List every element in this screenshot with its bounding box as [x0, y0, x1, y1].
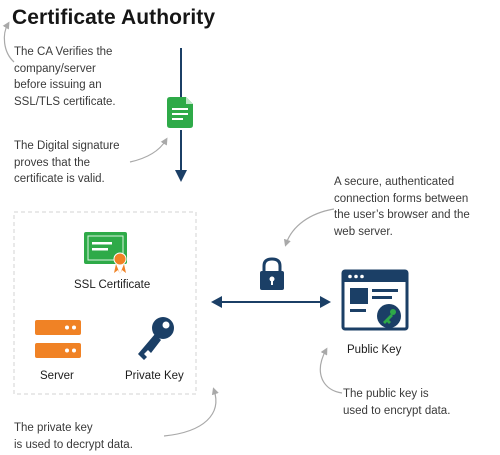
page-title: Certificate Authority: [12, 6, 216, 29]
browser-window-icon: [341, 269, 409, 331]
curved-arrow-private-key-note: [163, 387, 219, 437]
private-key-label: Private Key: [125, 370, 184, 382]
curved-arrow-signature-note: [129, 137, 168, 163]
public-key-label: Public Key: [347, 344, 402, 356]
server-label: Server: [40, 370, 74, 382]
certificate-icon: [84, 232, 127, 274]
curved-arrow-ca-note: [2, 21, 15, 63]
server-icon: [35, 320, 81, 358]
lock-icon: [260, 257, 284, 290]
key-icon: [138, 317, 174, 360]
curved-arrow-connection-note: [283, 208, 335, 247]
ca-verifies-note: The CA Verifies the company/server befor…: [14, 46, 116, 108]
public-key-note: The public key is used to encrypt data.: [343, 388, 451, 417]
secure-connection-note: A secure, authenticated connection forms…: [334, 176, 470, 238]
connection-arrow: [211, 296, 331, 308]
ca-flow-arrow: [175, 48, 187, 182]
certificate-group-box: [13, 211, 197, 395]
private-key-note: The private key is used to decrypt data.: [14, 422, 133, 451]
digital-signature-note: The Digital signature proves that the ce…: [14, 140, 120, 185]
document-icon: [167, 97, 193, 128]
ssl-certificate-label: SSL Certificate: [74, 279, 151, 291]
curved-arrow-public-key-note: [319, 347, 343, 394]
